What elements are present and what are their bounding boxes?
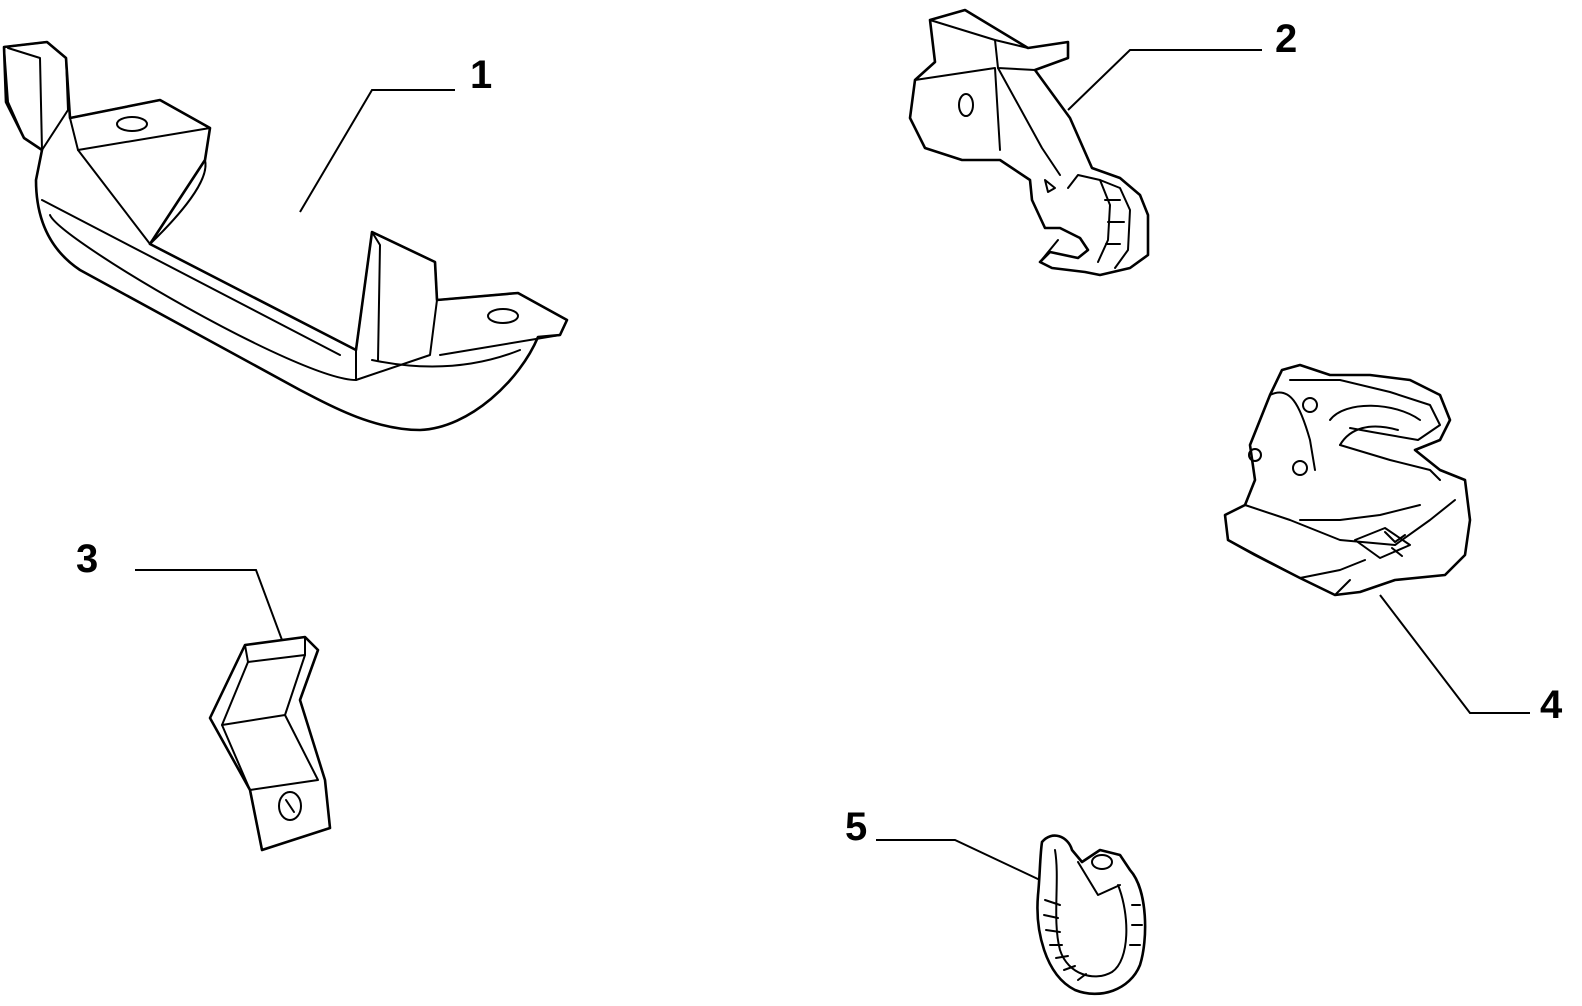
leader-line-4 (1379, 594, 1530, 714)
part-2-mounting-bracket[interactable] (908, 8, 1150, 277)
callout-label-5: 5 (845, 805, 867, 849)
part-4-hose-clip[interactable] (1223, 363, 1472, 597)
callout-label-4: 4 (1540, 683, 1563, 727)
callout-label-3: 3 (76, 537, 98, 581)
leader-line-1 (299, 89, 455, 213)
leader-line-3 (135, 569, 283, 641)
leader-line-2 (1067, 49, 1262, 111)
leader-line-5 (876, 839, 1041, 881)
callout-label-1: 1 (470, 53, 492, 97)
part-1-cradle-bracket[interactable] (2, 40, 569, 432)
part-5-band-clamp[interactable] (1036, 834, 1147, 996)
callout-label-2: 2 (1275, 17, 1297, 61)
part-3-z-bracket[interactable] (208, 635, 332, 852)
